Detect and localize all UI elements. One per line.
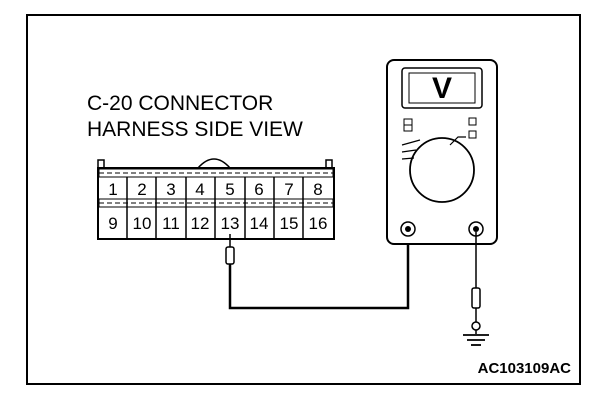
pin-number: 16 [309, 214, 328, 233]
pin-number: 7 [284, 180, 293, 199]
test-lead-wire [228, 232, 410, 310]
pin-number: 9 [108, 214, 117, 233]
meter-range-marks [401, 136, 466, 160]
diagram-frame [26, 14, 581, 385]
ground-lead [463, 232, 489, 346]
meter-display-outer [401, 67, 483, 109]
pin-number: 14 [250, 214, 269, 233]
pin-number: 3 [166, 180, 175, 199]
meter-indicator [468, 117, 477, 126]
pin-number: 11 [162, 214, 180, 233]
connector-label-line2: HARNESS SIDE VIEW [87, 118, 303, 141]
pin-number: 4 [195, 180, 204, 199]
figure-code: AC103109AC [478, 360, 572, 377]
connector-column-dividers [126, 177, 304, 239]
pin-number: 8 [313, 180, 322, 199]
pin-row-bottom: 9 10 11 12 13 14 15 16 [108, 214, 327, 233]
meter-unit-symbol: V [432, 72, 452, 105]
connector: 1 2 3 4 5 6 7 8 9 10 11 12 13 14 15 16 [97, 158, 335, 240]
pin-number: 15 [280, 214, 299, 233]
meter-dial [409, 137, 475, 203]
voltmeter: V [386, 59, 498, 245]
pin-number: 10 [133, 214, 152, 233]
pin-number: 1 [108, 180, 117, 199]
connector-label-line1: C-20 CONNECTOR [87, 92, 273, 115]
ground-symbol-icon [463, 334, 489, 346]
pin-number-probed: 13 [221, 214, 240, 233]
meter-body [386, 59, 498, 245]
ground-clip [471, 287, 481, 309]
meter-terminal-com-dot [405, 226, 411, 232]
probe-body [225, 246, 235, 265]
meter-display-inner [408, 72, 476, 104]
pin-row-top: 1 2 3 4 5 6 7 8 [108, 180, 322, 199]
ground-terminal [471, 321, 481, 331]
connector-latch [197, 158, 231, 169]
pin-number: 2 [137, 180, 146, 199]
meter-terminal-v-dot [473, 226, 479, 232]
meter-indicator [468, 130, 477, 139]
pin-number: 12 [191, 214, 210, 233]
pin-number: 6 [254, 180, 263, 199]
pin-number: 5 [225, 180, 234, 199]
